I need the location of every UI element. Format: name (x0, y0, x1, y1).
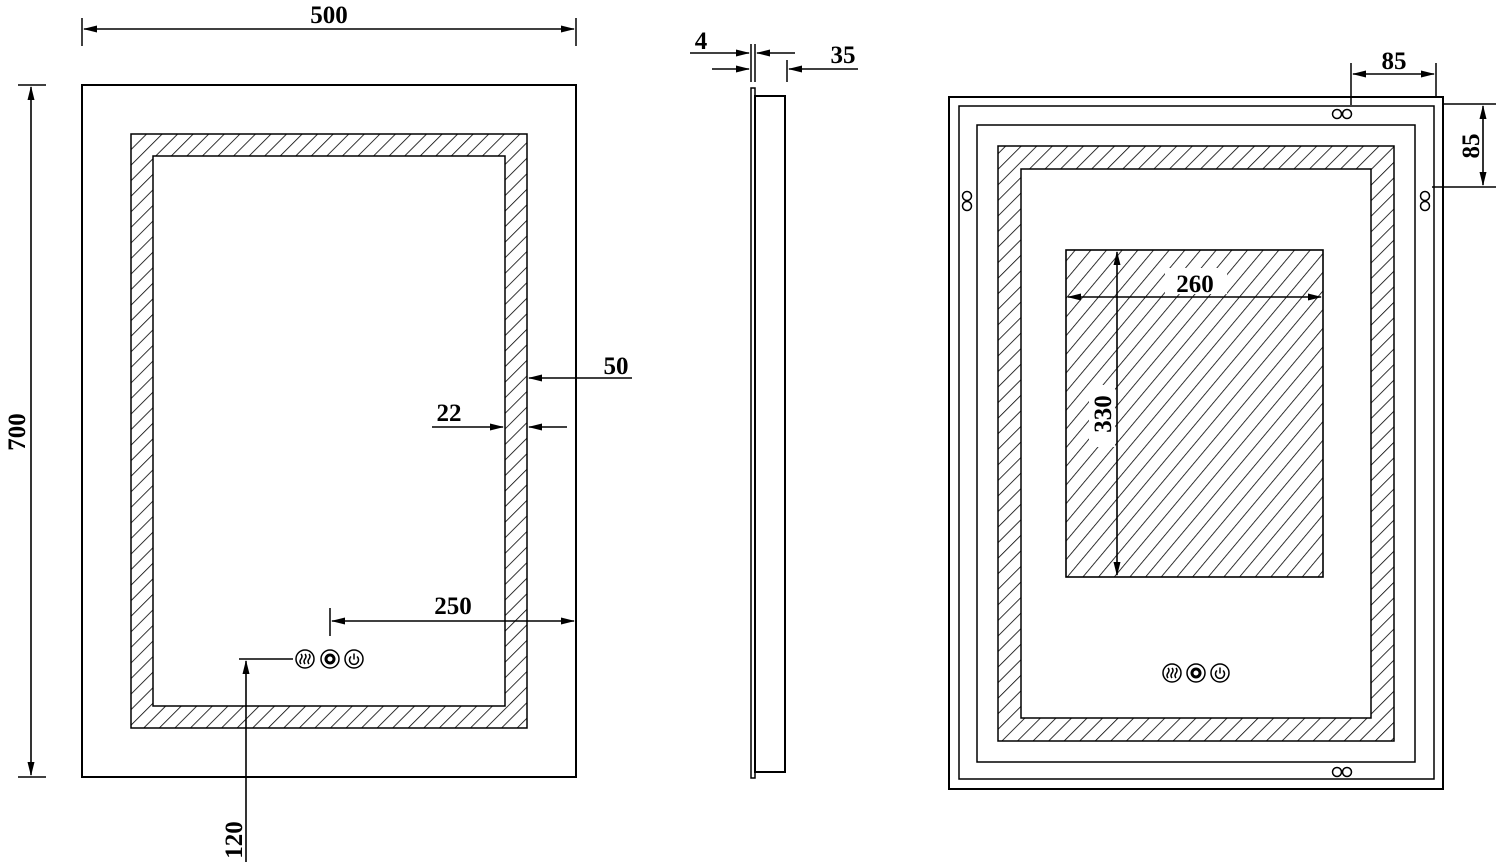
dim-label-85-h: 85 (1382, 48, 1407, 75)
dim-label-85-v: 85 (1458, 134, 1485, 159)
hanger-bottom-icon (1331, 766, 1353, 778)
dim-label-35: 35 (831, 42, 856, 69)
front-view: 500 700 50 22 250 120 (4, 2, 632, 862)
back-frame-3 (976, 124, 1416, 763)
defog-icon-back (1162, 663, 1182, 683)
back-outer-frame (948, 96, 1444, 790)
power-icon-back (1210, 663, 1230, 683)
hanger-top-icon (1331, 108, 1353, 120)
dim-label-250: 250 (434, 593, 472, 620)
side-view: 4 35 (690, 28, 858, 779)
brightness-icon (320, 649, 340, 669)
front-mirror-outline (81, 84, 577, 778)
side-body (754, 95, 786, 773)
defog-icon (295, 649, 315, 669)
dim-label-50: 50 (604, 353, 629, 380)
back-view: 260 330 85 85 (948, 48, 1496, 790)
brightness-icon-back (1186, 663, 1206, 683)
dim-label-700: 700 (4, 413, 31, 451)
dim-label-4: 4 (695, 28, 708, 55)
power-icon (344, 649, 364, 669)
front-led-strip (131, 134, 527, 728)
defog-pad (1065, 249, 1324, 578)
dim-label-260: 260 (1176, 271, 1214, 298)
hanger-left-icon (961, 190, 973, 212)
dim-label-500: 500 (310, 2, 348, 29)
dim-label-120: 120 (221, 821, 248, 859)
hanger-right-icon (1419, 190, 1431, 212)
dim-label-22: 22 (437, 400, 462, 427)
dim-label-330: 330 (1090, 395, 1117, 433)
back-frame-2 (958, 105, 1435, 780)
